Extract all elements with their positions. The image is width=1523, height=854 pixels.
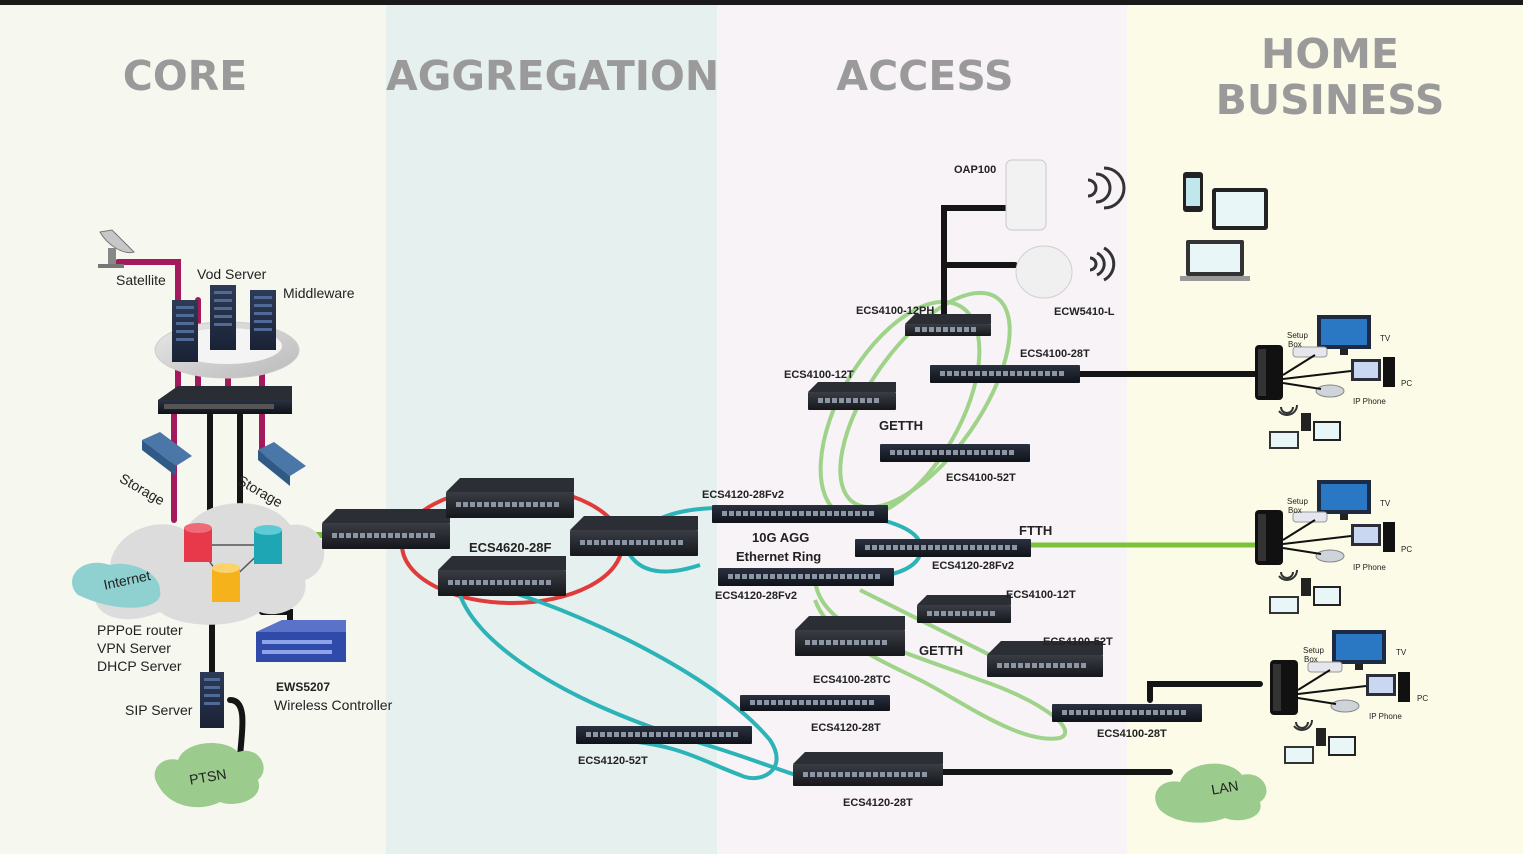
internet-cloud <box>72 503 325 625</box>
ecs4100-12ph-switch-icon <box>905 314 991 336</box>
ecs4100-52t-top-label: ECS4100-52T <box>946 472 1016 484</box>
ecs4100-52t-bot-switch-icon <box>987 641 1103 677</box>
sip-server-label: SIP Server <box>125 702 193 718</box>
setup-box-label: Box <box>1288 340 1302 349</box>
ecs4100-28t-top-label: ECS4100-28T <box>1020 348 1090 360</box>
satellite-dish-icon <box>98 229 135 268</box>
ecs4100-28tc-switch-icon <box>795 616 905 656</box>
aggregation-heading: AGGREGATION <box>386 52 720 100</box>
storage-left-icon <box>142 432 192 476</box>
teal-ring-long <box>456 587 821 782</box>
middleware-label: Middleware <box>283 285 355 301</box>
home-clusters-layer <box>1255 315 1410 764</box>
ecs4120-28t-mid-label: ECS4120-28T <box>811 722 881 734</box>
ecs4120-28fv2-b-label: ECS4120-28Fv2 <box>932 560 1014 572</box>
aggregation-band <box>386 0 717 854</box>
vod-server-rack-icon <box>172 285 276 362</box>
dhcp-label: DHCP Server <box>97 658 182 674</box>
ecs4120-28fv2-c-switch-icon <box>718 568 894 586</box>
ecs4120-52t-label: ECS4120-52T <box>578 755 648 767</box>
getth-ring-top-2 <box>838 290 1012 510</box>
ecw5410-label: ECW5410-L <box>1054 306 1115 318</box>
ecs4100-28t-bot-label: ECS4100-28T <box>1097 728 1167 740</box>
ecs4100-12t-bot-switch-icon <box>917 595 1011 623</box>
ecs4100-12ph-label: ECS4100-12PH <box>856 305 935 317</box>
ip-phone-label: IP Phone <box>1369 712 1402 721</box>
ecs4100-28tc-label: ECS4100-28TC <box>813 674 891 686</box>
access-heading: ACCESS <box>836 52 1014 100</box>
setup-box-label: Setup <box>1287 497 1308 506</box>
pc-label: PC <box>1401 545 1413 554</box>
core-band <box>0 0 386 854</box>
oap100-label: OAP100 <box>954 164 997 176</box>
home-devices-top <box>1180 172 1268 281</box>
tv-label: TV <box>1396 648 1407 657</box>
setup-box-label: Setup <box>1287 331 1308 340</box>
vpn-label: VPN Server <box>97 640 171 656</box>
core-switch-icon <box>158 386 292 414</box>
setup-box-label: Setup <box>1303 646 1324 655</box>
ews5207-desc-label: Wireless Controller <box>274 697 393 713</box>
ring-label-2: Ethernet Ring <box>736 549 822 564</box>
ecs4100-28t-bot-switch-icon <box>1052 704 1202 722</box>
switches-layer <box>322 314 1202 786</box>
ews5207-label: EWS5207 <box>276 680 331 694</box>
home-cluster-1 <box>1255 315 1395 449</box>
lan-cloud <box>1155 763 1267 823</box>
ecs4120-28t-bot-label: ECS4120-28T <box>843 797 913 809</box>
business-heading: BUSINESS <box>1215 76 1445 124</box>
teal-ring-long2 <box>504 588 779 781</box>
setup-box-label: Box <box>1304 655 1318 664</box>
ecs4100-12t-top-switch-icon <box>808 382 896 410</box>
ecs4100-12t-top-label: ECS4100-12T <box>784 369 854 381</box>
ecs4120-28fv2-b-switch-icon <box>855 539 1031 557</box>
oap100-icon <box>1005 159 1047 231</box>
ip-phone-label: IP Phone <box>1353 563 1386 572</box>
ecs4120-52t-switch-icon <box>576 726 752 744</box>
ecs4120-28fv2-a-switch-icon <box>712 505 888 523</box>
tv-label: TV <box>1380 499 1391 508</box>
home-cluster-2 <box>1255 480 1395 614</box>
ecs4120-28fv2-a-label: ECS4120-28Fv2 <box>702 489 784 501</box>
setup-box-label: Box <box>1288 506 1302 515</box>
pppoe-label: PPPoE router <box>97 622 183 638</box>
teal-ring-left <box>628 553 701 574</box>
wifi-icon <box>1087 166 1126 282</box>
ecs4100-12t-bot-label: ECS4100-12T <box>1006 589 1076 601</box>
ecs4120-28t-mid-switch-icon <box>740 695 890 711</box>
ftth-label: FTTH <box>1019 523 1053 538</box>
tv-label: TV <box>1380 334 1391 343</box>
top-bar <box>0 0 1523 5</box>
ring-label-1: 10G AGG <box>752 530 810 545</box>
home-cluster-3 <box>1270 630 1410 764</box>
database-icons <box>184 523 282 602</box>
satellite-label: Satellite <box>116 272 166 288</box>
ecs4620-right-switch-icon <box>570 516 698 556</box>
vod-server-label: Vod Server <box>197 266 267 282</box>
ecs4100-52t-top-switch-icon <box>880 444 1030 462</box>
ecs4100-52t-bot-label: ECS4100-52T <box>1043 636 1113 648</box>
getth-top-label: GETTH <box>879 418 924 433</box>
pc-label: PC <box>1401 379 1413 388</box>
core-uplink-switch-icon <box>322 509 450 549</box>
home-heading: HOME <box>1261 30 1399 78</box>
pc-label: PC <box>1417 694 1429 703</box>
sip-server-icon <box>200 672 224 728</box>
ecs4620-top-switch-icon <box>446 478 574 518</box>
ecs4100-28t-top-switch-icon <box>930 365 1080 383</box>
ecs4620-bottom-switch-icon <box>438 556 566 596</box>
ip-phone-label: IP Phone <box>1353 397 1386 406</box>
core-heading: CORE <box>122 52 248 100</box>
ecs4620-label: ECS4620-28F <box>469 540 552 555</box>
ecs4120-28t-bot-switch-icon <box>793 752 943 786</box>
storage-right-icon <box>258 442 306 486</box>
ecw5410-icon <box>1015 245 1073 299</box>
ecs4120-28fv2-c-label: ECS4120-28Fv2 <box>715 590 797 602</box>
ews5207-controller-icon <box>256 620 346 662</box>
getth-bot-label: GETTH <box>919 643 964 658</box>
ptsn-cloud <box>154 742 264 808</box>
